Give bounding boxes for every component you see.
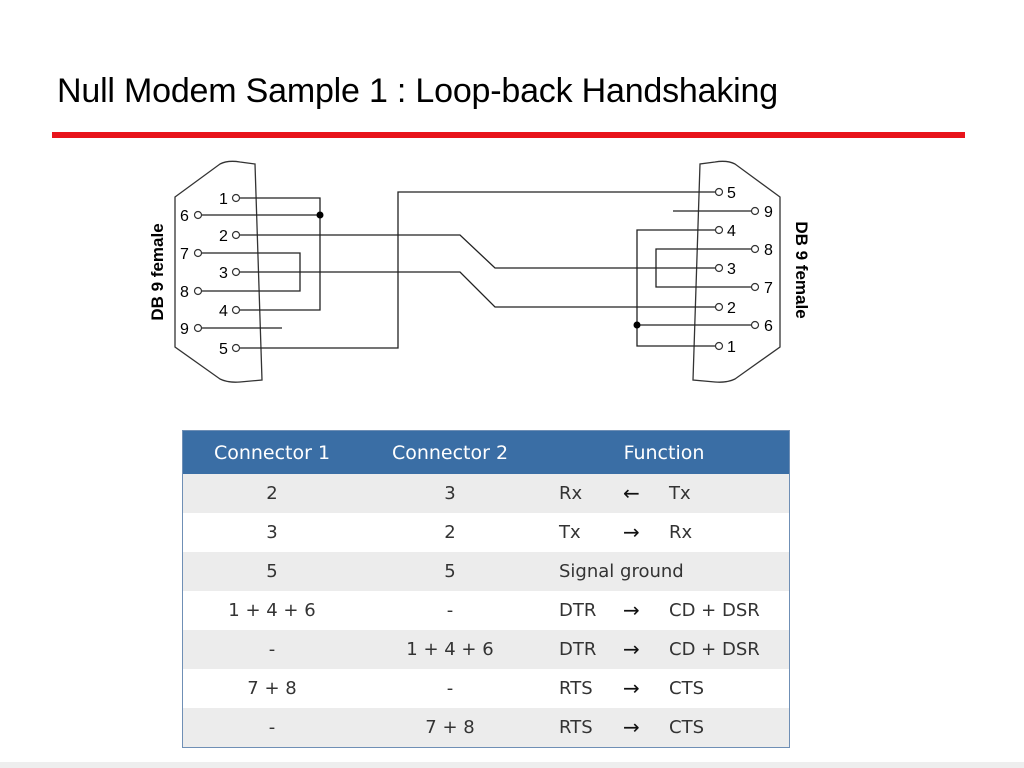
cell-connector-1: -: [182, 630, 361, 669]
cell-connector-2: 5: [361, 552, 539, 591]
wiring-diagram: DB 9 female DB 9 female 1 6 2 7 3 8 4 9 …: [148, 160, 811, 383]
right-pin-3: 3: [727, 261, 736, 278]
right-pin-2: 2: [727, 300, 736, 317]
left-pin-9: 9: [180, 321, 189, 338]
cell-connector-1: 3: [182, 513, 361, 552]
right-pin-1: 1: [727, 339, 736, 356]
right-pin-5: 5: [727, 185, 736, 202]
table-header-row: Connector 1 Connector 2 Function: [182, 430, 790, 474]
arrow-left-icon: ←: [623, 481, 640, 505]
function-source: DTR: [559, 600, 597, 621]
function-target: CTS: [669, 678, 704, 699]
arrow-right-icon: →: [623, 676, 640, 700]
arrow-right-icon: →: [623, 715, 640, 739]
left-junction-dot: [316, 211, 324, 219]
function-source: RTS: [559, 717, 593, 738]
cell-connector-2: -: [361, 669, 539, 708]
bottom-rule: [0, 762, 1024, 768]
cell-connector-1: -: [182, 708, 361, 748]
table-row: 7 + 8 - RTS → CTS: [182, 669, 790, 708]
left-pin-8: 8: [180, 284, 189, 301]
function-source: Tx: [559, 522, 581, 543]
table-row: - 7 + 8 RTS → CTS: [182, 708, 790, 748]
table-row: - 1 + 4 + 6 DTR → CD + DSR: [182, 630, 790, 669]
cell-connector-1: 2: [182, 474, 361, 513]
cell-connector-2: 2: [361, 513, 539, 552]
arrow-right-icon: →: [623, 520, 640, 544]
right-junction-dot: [633, 321, 641, 329]
cell-connector-2: 1 + 4 + 6: [361, 630, 539, 669]
left-pin-3: 3: [219, 265, 228, 282]
left-pin-5: 5: [219, 341, 228, 358]
function-source: RTS: [559, 678, 593, 699]
right-pin-4: 4: [727, 223, 736, 240]
left-connector-label: DB 9 female: [148, 223, 167, 320]
table-row: 3 2 Tx → Rx: [182, 513, 790, 552]
cell-function: Tx → Rx: [539, 513, 790, 552]
function-target: CD + DSR: [669, 600, 760, 621]
cell-function: DTR → CD + DSR: [539, 630, 790, 669]
function-target: CD + DSR: [669, 639, 760, 660]
right-pin-7: 7: [764, 280, 773, 297]
header-function: Function: [539, 430, 790, 474]
cell-function: Rx ← Tx: [539, 474, 790, 513]
left-pin-4: 4: [219, 303, 228, 320]
function-target: Tx: [669, 483, 691, 504]
title-rule: [52, 132, 965, 138]
slide-title: Null Modem Sample 1 : Loop-back Handshak…: [57, 72, 778, 110]
table-row: 5 5 Signal ground: [182, 552, 790, 591]
cell-function: RTS → CTS: [539, 669, 790, 708]
cell-connector-1: 5: [182, 552, 361, 591]
arrow-right-icon: →: [623, 598, 640, 622]
right-pin-9: 9: [764, 204, 773, 221]
arrow-right-icon: →: [623, 637, 640, 661]
table-row: 1 + 4 + 6 - DTR → CD + DSR: [182, 591, 790, 630]
right-connector-label: DB 9 female: [792, 221, 811, 318]
cell-connector-1: 7 + 8: [182, 669, 361, 708]
right-pin-6: 6: [764, 318, 773, 335]
cell-function: RTS → CTS: [539, 708, 790, 748]
cell-connector-2: -: [361, 591, 539, 630]
cell-connector-2: 7 + 8: [361, 708, 539, 748]
table-row: 2 3 Rx ← Tx: [182, 474, 790, 513]
function-target: CTS: [669, 717, 704, 738]
cell-function: Signal ground: [539, 552, 790, 591]
function-source: Rx: [559, 483, 583, 504]
left-connector-shell: [174, 160, 263, 383]
right-connector-shell: [692, 160, 781, 383]
cell-function: DTR → CD + DSR: [539, 591, 790, 630]
cell-connector-2: 3: [361, 474, 539, 513]
function-target: Rx: [669, 522, 693, 543]
cell-connector-1: 1 + 4 + 6: [182, 591, 361, 630]
header-connector-1: Connector 1: [182, 430, 361, 474]
left-pin-6: 6: [180, 208, 189, 225]
pinout-table: Connector 1 Connector 2 Function 2 3 Rx …: [182, 430, 790, 748]
left-pin-1: 1: [219, 191, 228, 208]
left-pin-2: 2: [219, 228, 228, 245]
header-connector-2: Connector 2: [361, 430, 539, 474]
function-source: DTR: [559, 639, 597, 660]
function-text: Signal ground: [559, 561, 684, 582]
left-pin-7: 7: [180, 246, 189, 263]
right-pin-8: 8: [764, 242, 773, 259]
